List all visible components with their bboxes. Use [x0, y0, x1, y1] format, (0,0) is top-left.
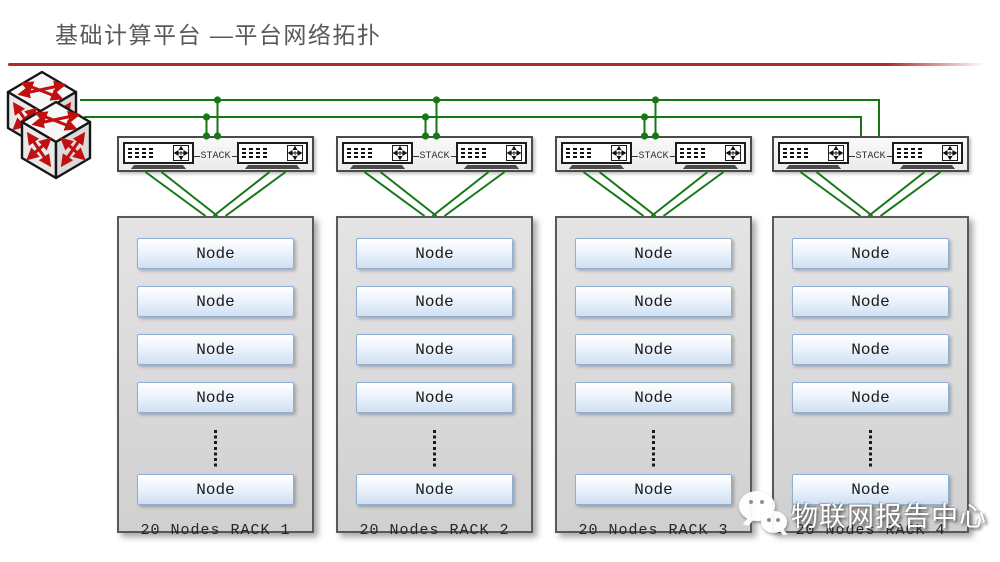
- switch-ports: [897, 148, 922, 158]
- node-box: Node: [575, 474, 732, 505]
- switch-ports: [128, 148, 153, 158]
- title-divider: [8, 63, 985, 66]
- ellipsis-dots: [433, 430, 436, 468]
- node-box: Node: [137, 334, 294, 365]
- node-box: Node: [137, 286, 294, 317]
- stack-label: STACK: [200, 151, 231, 162]
- node-box: Node: [792, 334, 949, 365]
- node-box: Node: [356, 474, 513, 505]
- crossing-arrows-icon: [392, 145, 408, 161]
- switch-base: [349, 165, 406, 169]
- ellipsis-dots: [214, 430, 217, 468]
- switch-right: [237, 142, 308, 169]
- crossing-arrows-icon: [828, 145, 844, 161]
- switch-base: [785, 165, 842, 169]
- switch-right: [456, 142, 527, 169]
- switch-ports: [461, 148, 486, 158]
- switch-stack-unit: STACK: [555, 136, 752, 172]
- switch-left: [778, 142, 849, 169]
- node-box: Node: [792, 474, 949, 505]
- node-box: Node: [792, 286, 949, 317]
- stack-link: STACK: [194, 151, 238, 162]
- node-box: Node: [792, 238, 949, 269]
- switch-stack-unit: STACK: [117, 136, 314, 172]
- node-box: Node: [356, 382, 513, 413]
- rack-label: 20 Nodes RACK 3: [578, 522, 729, 539]
- rack-label: 20 Nodes RACK 2: [359, 522, 510, 539]
- node-box: Node: [356, 286, 513, 317]
- node-box: Node: [356, 334, 513, 365]
- node-box: Node: [356, 238, 513, 269]
- switch-base: [568, 165, 625, 169]
- switch-stack-unit: STACK: [772, 136, 969, 172]
- switch-ports: [680, 148, 705, 158]
- wechat-icon: [733, 487, 791, 541]
- stack-label: STACK: [638, 151, 669, 162]
- switch-left: [561, 142, 632, 169]
- switch-base: [244, 165, 301, 169]
- crossing-arrows-icon: [725, 145, 741, 161]
- switch-base: [682, 165, 739, 169]
- core-router-icon: [6, 70, 104, 189]
- switch-base: [899, 165, 956, 169]
- router-cube-icon: [6, 70, 104, 184]
- crossing-arrows-icon: [506, 145, 522, 161]
- switch-right: [892, 142, 963, 169]
- stack-label: STACK: [419, 151, 450, 162]
- switch-right: [675, 142, 746, 169]
- switch-ports: [242, 148, 267, 158]
- switch-ports: [566, 148, 591, 158]
- switch-base: [130, 165, 187, 169]
- crossing-arrows-icon: [611, 145, 627, 161]
- node-box: Node: [792, 382, 949, 413]
- stack-link: STACK: [413, 151, 457, 162]
- page-title: 基础计算平台 —平台网络拓扑: [55, 22, 382, 48]
- crossing-arrows-icon: [173, 145, 189, 161]
- stack-link: STACK: [632, 151, 676, 162]
- node-box: Node: [575, 238, 732, 269]
- switch-ports: [347, 148, 372, 158]
- switch-left: [342, 142, 413, 169]
- watermark: 物联网报告中心: [733, 487, 987, 541]
- node-box: Node: [137, 474, 294, 505]
- switch-left: [123, 142, 194, 169]
- switch-ports: [783, 148, 808, 158]
- rack-label: 20 Nodes RACK 1: [140, 522, 291, 539]
- switch-base: [463, 165, 520, 169]
- ellipsis-dots: [652, 430, 655, 468]
- crossing-arrows-icon: [287, 145, 303, 161]
- stack-label: STACK: [855, 151, 886, 162]
- ellipsis-dots: [869, 430, 872, 468]
- node-box: Node: [575, 286, 732, 317]
- node-box: Node: [137, 238, 294, 269]
- rack-label: 20 Nodes RACK 4: [795, 522, 946, 539]
- crossing-arrows-icon: [942, 145, 958, 161]
- switch-stack-unit: STACK: [336, 136, 533, 172]
- node-box: Node: [575, 334, 732, 365]
- node-box: Node: [575, 382, 732, 413]
- watermark-text: 物联网报告中心: [791, 501, 987, 532]
- stack-link: STACK: [849, 151, 893, 162]
- node-box: Node: [137, 382, 294, 413]
